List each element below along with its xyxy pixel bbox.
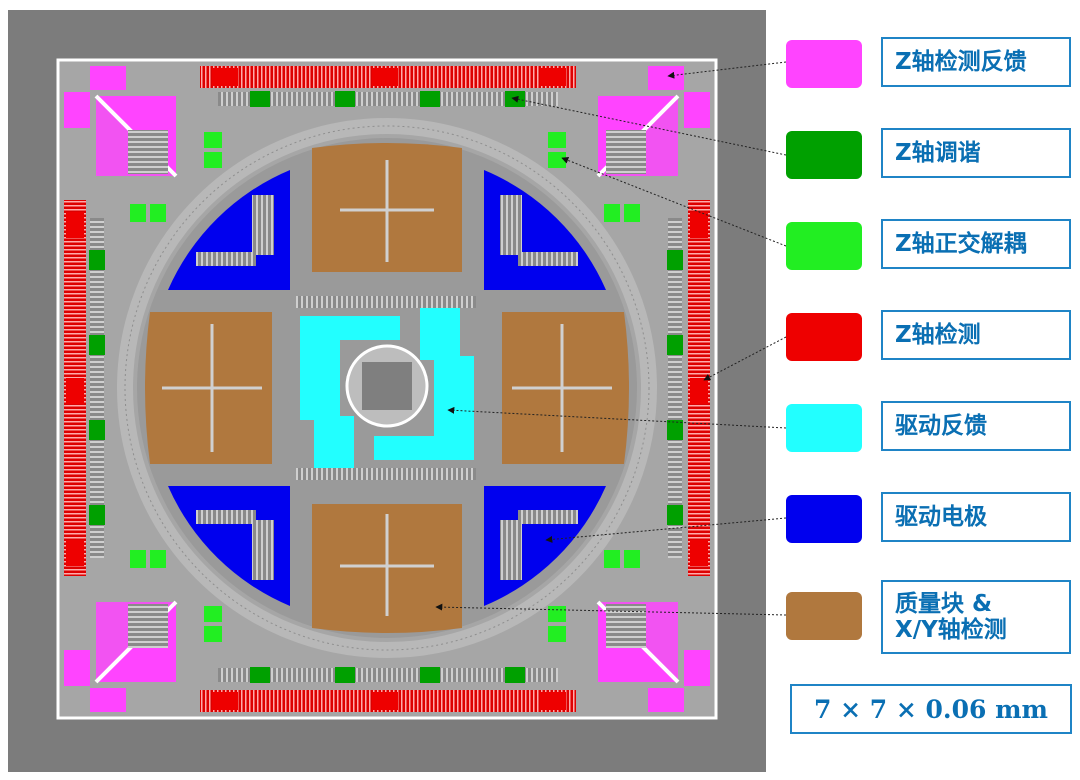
legend-label: Z轴检测 [881, 310, 1071, 360]
z-tuning-bottom [218, 668, 558, 682]
legend-swatch [786, 222, 862, 270]
legend-item-drive-electrode: 驱动电极 [786, 492, 1076, 546]
legend-label: 驱动电极 [881, 492, 1071, 542]
legend-swatch [786, 313, 862, 361]
legend-swatch [786, 40, 862, 88]
legend-swatch [786, 404, 862, 452]
legend-swatch [786, 495, 862, 543]
drive-feedback [300, 300, 474, 476]
legend-item-drive-feedback: 驱动反馈 [786, 401, 1076, 455]
legend-label: Z轴检测反馈 [881, 37, 1071, 87]
legend-item-z-detect: Z轴检测 [786, 310, 1076, 364]
z-tuning-top [218, 92, 558, 106]
z-tuning-left [90, 218, 104, 558]
z-tuning-right [668, 218, 682, 558]
legend-swatch [786, 131, 862, 179]
legend-label: 驱动反馈 [881, 401, 1071, 451]
legend-label: 质量块 & X/Y轴检测 [881, 580, 1071, 654]
dimension-label: 7 × 7 × 0.06 mm [790, 684, 1072, 734]
legend-item-proof-mass: 质量块 & X/Y轴检测 [786, 580, 1076, 656]
legend-item-z-feedback: Z轴检测反馈 [786, 37, 1076, 91]
pointer-lines [435, 61, 787, 616]
legend-label: Z轴正交解耦 [881, 219, 1071, 269]
legend-item-z-tuning: Z轴调谐 [786, 128, 1076, 182]
z-quadrature-electrodes [130, 132, 640, 642]
legend-label: Z轴调谐 [881, 128, 1071, 178]
legend-item-z-quadrature: Z轴正交解耦 [786, 219, 1076, 273]
center-anchor [362, 362, 412, 410]
legend-swatch [786, 592, 862, 640]
